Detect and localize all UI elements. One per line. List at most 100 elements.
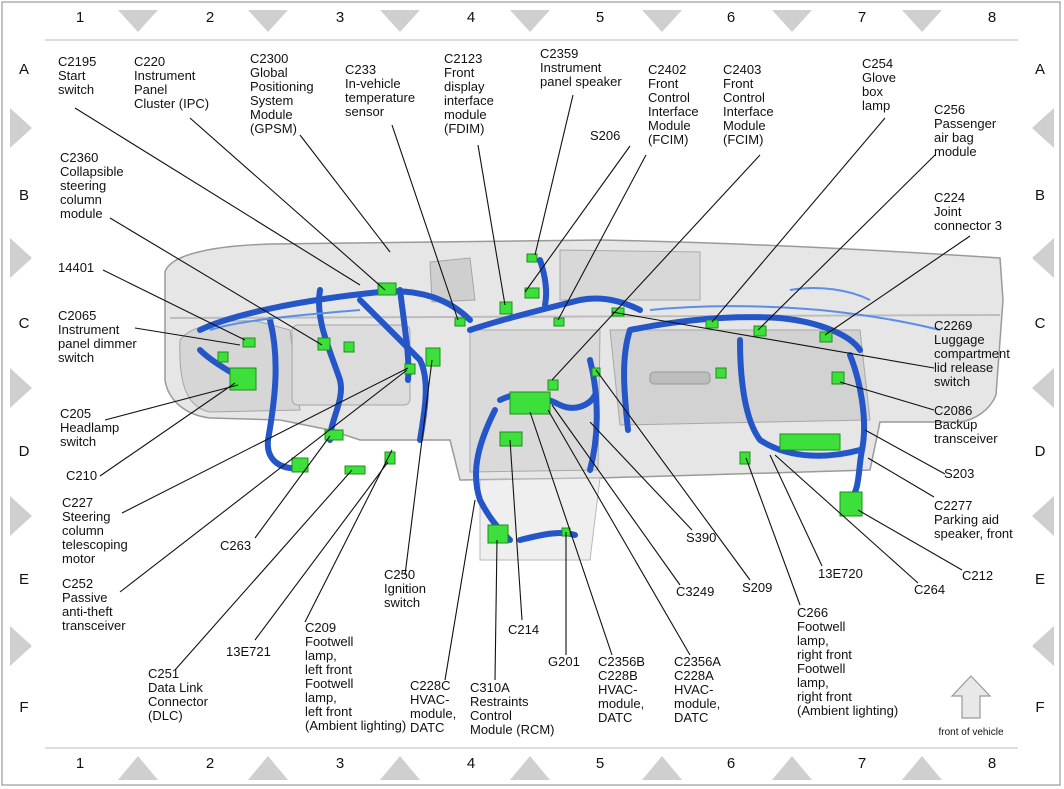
leader-s203 (864, 429, 946, 475)
callout-line: lamp (862, 98, 890, 113)
leader-c2269 (611, 311, 935, 369)
leader-c2356b (529, 411, 613, 656)
leader-p13e721 (254, 461, 389, 641)
callout-line: lamp, (305, 690, 337, 705)
callout-line: C214 (508, 622, 539, 637)
callout-line: switch (60, 434, 96, 449)
callout-line: Joint (934, 204, 962, 219)
callout-line: C209 (305, 620, 336, 635)
leader-c2195 (74, 107, 361, 286)
callout-line: Front (648, 76, 679, 91)
leader-p14401 (102, 269, 246, 341)
callout-line: Restraints (470, 694, 529, 709)
grid-column-2: 2 (206, 755, 214, 772)
callout-line: C233 (345, 62, 376, 77)
callout-line: (DLC) (148, 708, 183, 723)
callout-line: C310A (470, 680, 510, 695)
callout-p13e720: 13E720 (818, 566, 863, 581)
leader-c210 (99, 382, 236, 477)
callout-line: left front (305, 704, 352, 719)
callout-line: Ignition (384, 581, 426, 596)
callout-line: DATC (674, 710, 708, 725)
callout-line: 14401 (58, 260, 94, 275)
callout-line: anti-theft (62, 604, 113, 619)
callout-line: Footwell (797, 661, 846, 676)
callout-line: Footwell (797, 619, 846, 634)
callout-line: box (862, 84, 883, 99)
leader-c209 (304, 449, 393, 623)
callout-line: Parking aid (934, 512, 999, 527)
callout-line: Backup (934, 417, 977, 432)
callout-line: air bag (934, 130, 974, 145)
callout-line: C2402 (648, 62, 686, 77)
callout-line: lid release (934, 360, 993, 375)
callout-line: C2195 (58, 54, 96, 69)
grid-column-4: 4 (467, 755, 475, 772)
callout-line: C228C (410, 678, 450, 693)
callout-line: 13E720 (818, 566, 863, 581)
callout-line: DATC (598, 710, 632, 725)
grid-row-F: F (19, 699, 28, 716)
callout-g201: G201 (548, 654, 580, 669)
callout-c210: C210 (66, 468, 97, 483)
callout-line: Global (250, 65, 288, 80)
callout-line: Front (444, 65, 475, 80)
leader-c264 (774, 454, 919, 584)
callout-line: G201 (548, 654, 580, 669)
callout-line: motor (62, 551, 96, 566)
callout-line: C205 (60, 406, 91, 421)
grid-row-B: B (19, 187, 29, 204)
callout-line: Instrument (540, 60, 602, 75)
callout-line: Control (648, 90, 690, 105)
front-of-vehicle-label: front of vehicle (938, 727, 1003, 738)
callout-line: DATC (410, 720, 444, 735)
callout-line: display (444, 79, 485, 94)
callout-line: S203 (944, 466, 974, 481)
callout-line: System (250, 93, 293, 108)
callout-line: Module (RCM) (470, 722, 555, 737)
callout-line: HVAC- (598, 682, 637, 697)
leader-c250 (404, 359, 433, 576)
callout-line: Footwell (305, 676, 354, 691)
grid-column-6: 6 (727, 9, 735, 26)
callout-line: transceiver (62, 618, 126, 633)
grid-row-B: B (1035, 187, 1045, 204)
callout-line: Passenger (934, 116, 997, 131)
leader-p13e720 (769, 454, 823, 567)
callout-line: Start (58, 68, 86, 83)
callout-line: module (934, 144, 977, 159)
leader-c252 (119, 369, 408, 593)
grid-row-C: C (1035, 315, 1046, 332)
callout-line: Module (723, 118, 766, 133)
callout-line: Passive (62, 590, 108, 605)
callout-line: speaker, front (934, 526, 1013, 541)
leader-c2359 (534, 94, 574, 256)
grid-row-A: A (19, 61, 29, 78)
leader-s390 (589, 421, 693, 531)
callout-line: (FCIM) (648, 132, 688, 147)
callout-line: switch (58, 82, 94, 97)
grid-row-E: E (1035, 571, 1045, 588)
callout-c214: C214 (508, 622, 539, 637)
leader-c251 (174, 469, 353, 671)
grid-column-8: 8 (988, 9, 996, 26)
leader-c220 (189, 117, 386, 291)
leader-s206 (524, 145, 631, 293)
callout-s206: S206 (590, 128, 620, 143)
